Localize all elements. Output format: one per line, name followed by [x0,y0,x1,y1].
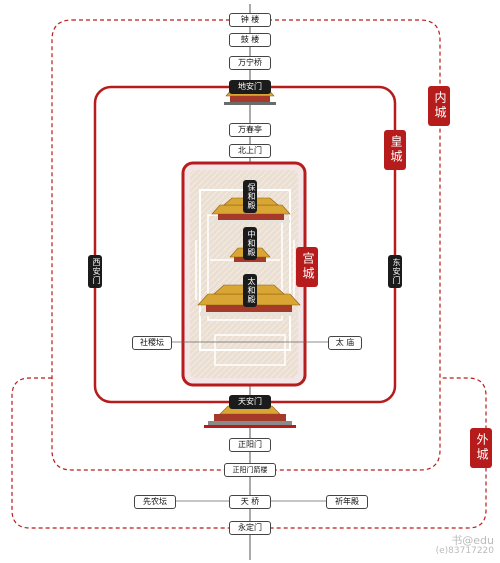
inner-city-wall [51,19,441,471]
zhengyang-gate-label: 正阳门 [229,438,271,452]
wanning-bridge-label: 万宁桥 [229,56,271,70]
bell-tower-label: 钟 楼 [229,13,271,27]
inner-city-name: 内城 [428,86,450,126]
palace-city-name: 宫城 [296,247,318,287]
ancestral-temple-label: 太 庙 [328,336,362,350]
sheji-altar-label: 社稷坛 [132,336,172,350]
tianqiao-label: 天 桥 [229,495,271,509]
zhengyang-arrow-tower-label: 正阳门箭楼 [224,463,276,477]
watermark: 书@edu (e)83717220 [436,535,494,557]
taihe-hall-label: 太和殿 [243,274,257,307]
xiannong-altar-label: 先农坛 [134,495,176,509]
qinian-hall-label: 祈年殿 [326,495,368,509]
wanchun-pavilion-label: 万春亭 [229,123,271,137]
east-an-gate-label: 东安门 [388,255,402,288]
watermark-line-1: 书@edu [451,534,494,547]
west-an-gate-label: 西安门 [88,255,102,288]
dianmen-label: 地安门 [229,80,271,94]
imperial-city-name: 皇城 [384,130,406,170]
outer-city-name: 外城 [470,428,492,468]
tiananmen-gate-building [204,405,296,428]
tiananmen-label: 天安门 [229,395,271,409]
watermark-line-2: (e)83717220 [435,546,494,556]
baohe-hall-label: 保和殿 [243,180,257,213]
beishang-gate-label: 北上门 [229,144,271,158]
drum-tower-label: 鼓 楼 [229,33,271,47]
yongding-gate-label: 永定门 [229,521,271,535]
zhonghe-hall-label: 中和殿 [243,227,257,260]
